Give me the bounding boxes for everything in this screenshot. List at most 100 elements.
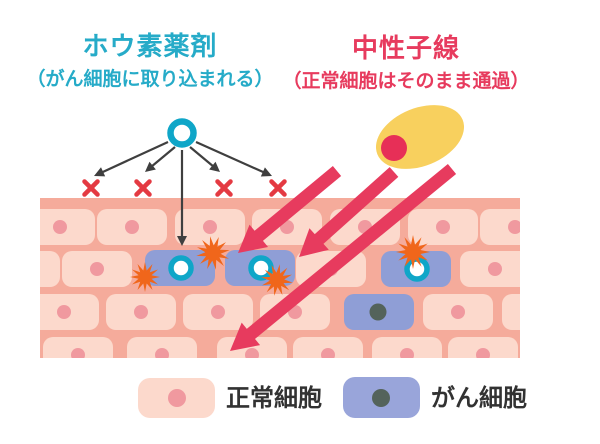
boron-path-arrow-shaft bbox=[149, 146, 176, 169]
neutron-beam-arrow-head bbox=[299, 228, 329, 257]
neutron-beam-label: 中性子線 （正常細胞はそのまま通過） bbox=[278, 32, 534, 93]
normal-cell-body bbox=[40, 209, 95, 245]
boron-drug-icon bbox=[167, 118, 197, 148]
legend: 正常細胞 がん細胞 bbox=[138, 377, 527, 418]
boron-path-arrow-head bbox=[209, 161, 220, 172]
neutron-beams-layer bbox=[230, 163, 457, 351]
normal-cell bbox=[183, 294, 253, 330]
legend-cancer-cell-label: がん細胞 bbox=[431, 384, 527, 412]
neutron-beam-arrow-head bbox=[230, 322, 261, 351]
normal-cell bbox=[97, 209, 167, 245]
normal-cell-body bbox=[43, 337, 113, 358]
reaction-burst-icon bbox=[396, 235, 430, 269]
neutron-source-icon bbox=[375, 105, 465, 169]
boron-drug-ring bbox=[167, 118, 197, 148]
normal-cell bbox=[423, 294, 493, 330]
x-mark-icon bbox=[82, 179, 100, 197]
normal-cell-nucleus-icon bbox=[245, 348, 259, 358]
boron-drug-subtitle: （がん細胞に取り込まれる） bbox=[26, 68, 274, 90]
normal-cell bbox=[40, 209, 95, 245]
x-mark-icon bbox=[215, 179, 233, 197]
legend-normal-cell-nucleus-icon bbox=[168, 389, 186, 407]
x-stroke bbox=[269, 179, 287, 197]
boron-path-arrow-shaft bbox=[189, 146, 216, 169]
boron-path-arrow bbox=[145, 146, 176, 172]
x-stroke bbox=[215, 179, 233, 197]
cancer-cell-nucleus-icon bbox=[369, 303, 387, 321]
legend-normal-cell-label: 正常細胞 bbox=[226, 384, 322, 412]
normal-cell-nucleus-icon bbox=[71, 348, 85, 358]
normal-cell bbox=[127, 337, 197, 358]
normal-cell-nucleus-icon bbox=[476, 348, 490, 358]
cancer-cell bbox=[145, 250, 215, 286]
boron-path-arrow-head bbox=[177, 236, 187, 246]
boron-path-arrow-shaft bbox=[99, 141, 169, 175]
normal-cell-nucleus-icon bbox=[451, 305, 465, 319]
boron-path-arrow bbox=[94, 141, 169, 177]
normal-cell-body bbox=[40, 251, 60, 287]
neutron-source-body bbox=[375, 105, 465, 169]
boron-in-cell-icon bbox=[404, 256, 430, 282]
boron-in-cell-icon bbox=[248, 255, 274, 281]
boron-distribution-arrows bbox=[94, 140, 272, 246]
boron-drug-title: ホウ素薬剤 bbox=[82, 31, 218, 61]
normal-cell-nucleus-icon bbox=[508, 220, 520, 234]
normal-cell-nucleus-icon bbox=[155, 348, 169, 358]
neutron-beam-arrow-shaft bbox=[308, 167, 399, 250]
normal-cell bbox=[293, 337, 363, 358]
x-stroke bbox=[82, 179, 100, 197]
boron-path-arrow-head bbox=[94, 167, 106, 177]
normal-cell-nucleus-icon bbox=[125, 220, 139, 234]
cancer-cell bbox=[344, 294, 414, 330]
neutron-beam-arrow-shaft bbox=[240, 163, 457, 345]
boron-path-arrow bbox=[189, 146, 220, 172]
normal-cell-nucleus-icon bbox=[53, 220, 67, 234]
normal-cell-nucleus-icon bbox=[488, 262, 502, 276]
normal-cell bbox=[18, 251, 60, 287]
neutron-beam-arrow bbox=[230, 163, 457, 351]
normal-cell bbox=[175, 209, 245, 245]
neutron-source-core bbox=[381, 135, 407, 161]
neutron-beam-arrow-head bbox=[238, 224, 269, 253]
reaction-burst-icon bbox=[130, 262, 160, 292]
cancer-cells-layer bbox=[145, 250, 451, 330]
normal-cell bbox=[62, 251, 132, 287]
reaction-bursts-layer bbox=[130, 235, 430, 296]
normal-cell bbox=[448, 337, 518, 358]
normal-cell-body bbox=[372, 337, 442, 358]
normal-cell bbox=[260, 294, 330, 330]
normal-cell-nucleus-icon bbox=[400, 348, 414, 358]
normal-cell-body bbox=[293, 337, 363, 358]
normal-cell-body bbox=[480, 209, 520, 245]
normal-cell bbox=[372, 337, 442, 358]
x-stroke bbox=[134, 179, 152, 197]
normal-cell-nucleus-icon bbox=[321, 348, 335, 358]
normal-cell-body bbox=[127, 337, 197, 358]
normal-cell-body bbox=[502, 294, 520, 330]
normal-cell-body bbox=[448, 337, 518, 358]
boron-path-arrow-head bbox=[260, 167, 272, 177]
normal-cell-nucleus-icon bbox=[203, 220, 217, 234]
blocked-uptake-marks bbox=[82, 179, 287, 197]
normal-cell bbox=[408, 209, 478, 245]
normal-cell bbox=[43, 337, 113, 358]
normal-cells-layer bbox=[18, 209, 520, 358]
normal-cell-nucleus-icon bbox=[90, 262, 104, 276]
neutron-beam-subtitle: （正常細胞はそのまま通過） bbox=[282, 70, 530, 92]
boron-in-cell-icon bbox=[168, 255, 194, 281]
boron-path-arrow bbox=[195, 140, 272, 177]
normal-cell bbox=[252, 209, 322, 245]
normal-cell-nucleus-icon bbox=[18, 262, 32, 276]
neutron-beam-title: 中性子線 bbox=[351, 33, 460, 63]
boron-path-arrow-shaft bbox=[195, 140, 267, 175]
reaction-burst-icon bbox=[261, 264, 293, 296]
boron-path-arrow bbox=[177, 150, 187, 246]
x-mark-icon bbox=[269, 179, 287, 197]
normal-cell bbox=[480, 209, 520, 245]
boron-drug-label: ホウ素薬剤 （がん細胞に取り込まれる） bbox=[8, 30, 292, 91]
neutron-beam-arrow bbox=[299, 167, 399, 257]
x-mark-icon bbox=[134, 179, 152, 197]
neutron-beam-arrow bbox=[238, 165, 342, 253]
